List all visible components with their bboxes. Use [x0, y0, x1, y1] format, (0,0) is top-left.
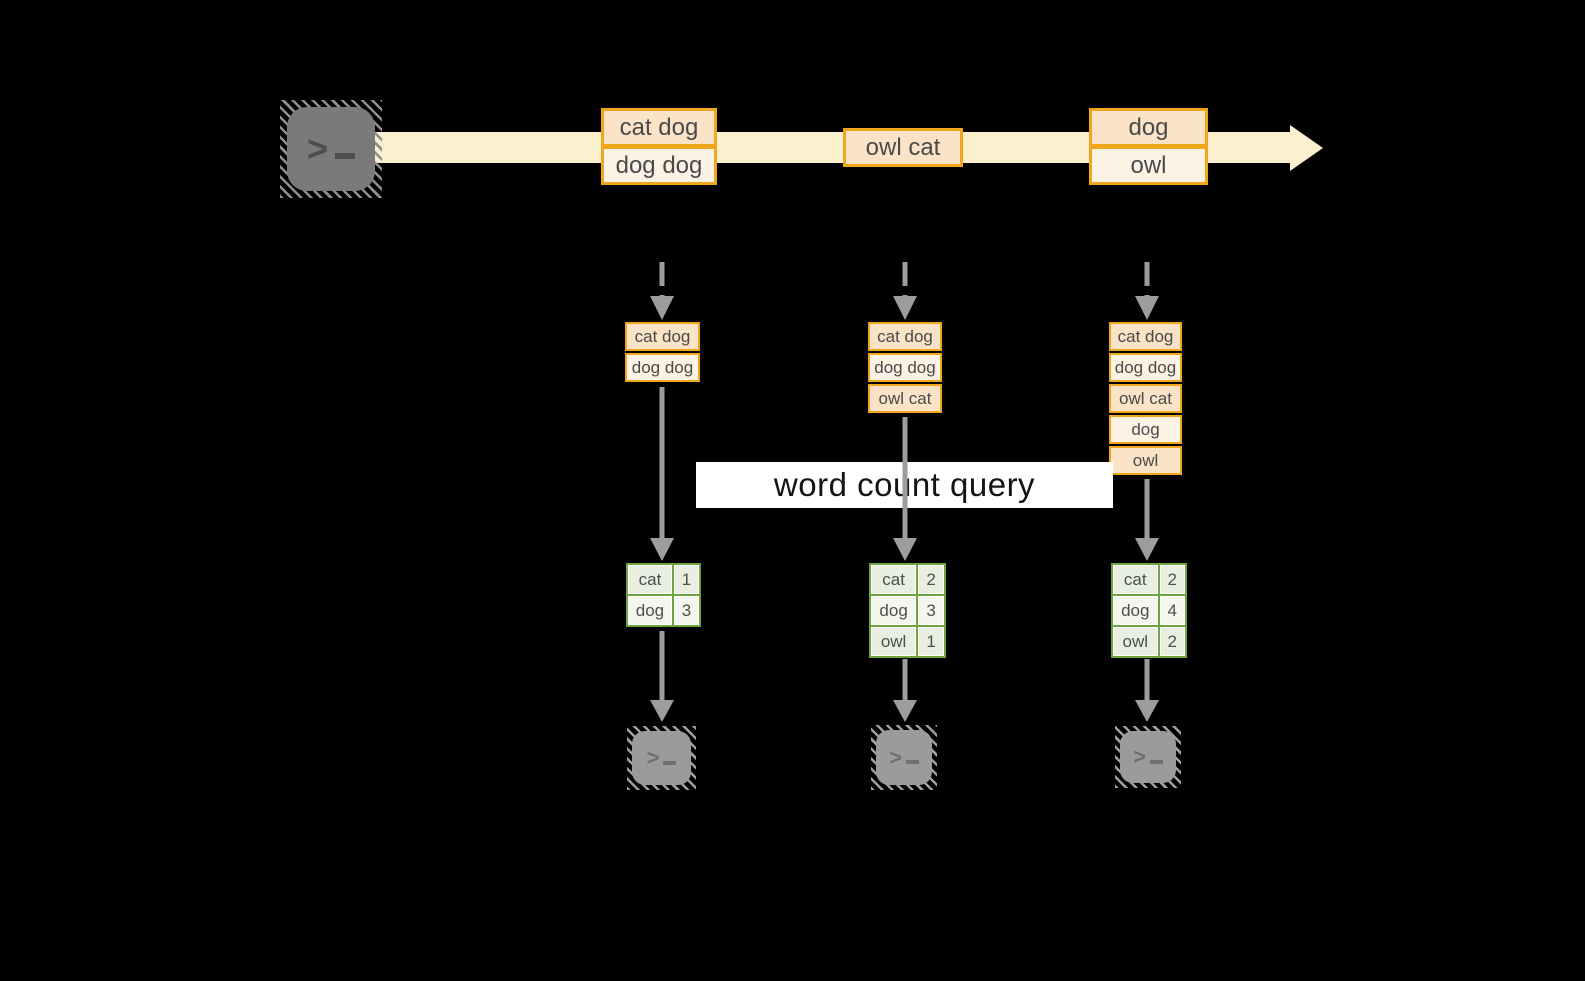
input-buffer-3: cat dog dog dog owl cat dog owl [1109, 322, 1182, 475]
terminal-prompt-icon: > [1133, 746, 1163, 768]
word-cell: cat [871, 565, 917, 594]
count-cell: 2 [918, 565, 944, 594]
input-row: owl cat [1109, 384, 1182, 413]
timeline-batch-row: cat dog [601, 108, 717, 147]
terminal-prompt-icon: > [647, 747, 677, 769]
word-cell: cat [1113, 565, 1158, 594]
timeline-batch-1: cat dog dog dog [601, 108, 717, 185]
source-terminal-icon: > [280, 100, 382, 198]
input-row: dog dog [868, 353, 942, 382]
result-row: owl 2 [1113, 627, 1185, 656]
word-cell: owl [871, 627, 917, 656]
word-cell: dog [628, 596, 672, 625]
result-row: dog 3 [628, 596, 699, 625]
terminal-prompt-icon: > [307, 131, 356, 167]
timeline-batch-row: dog [1089, 108, 1208, 147]
terminal-cursor-icon [663, 760, 677, 765]
output-arrow-1 [650, 631, 674, 722]
input-row: cat dog [868, 322, 942, 351]
result-row: dog 4 [1113, 596, 1185, 625]
terminal-icon-body: > [876, 730, 932, 785]
dashed-arrow-1 [650, 262, 674, 320]
output-terminal-icon-3: > [1115, 726, 1181, 788]
terminal-prompt-icon: > [889, 746, 919, 769]
output-arrow-3 [1135, 659, 1159, 722]
timeline-batch-2: owl cat [843, 128, 963, 167]
input-row: dog dog [1109, 353, 1182, 382]
result-table-2: cat 2 dog 3 owl 1 [869, 563, 946, 658]
input-row: dog [1109, 415, 1182, 444]
terminal-icon-body: > [287, 107, 375, 191]
input-row: owl cat [868, 384, 942, 413]
word-cell: cat [628, 565, 672, 594]
input-row: cat dog [1109, 322, 1182, 351]
count-cell: 1 [673, 565, 699, 594]
output-terminal-icon-1: > [627, 726, 696, 790]
input-row: owl [1109, 446, 1182, 475]
stream-arrow-head [1290, 125, 1323, 171]
timeline-batch-row: dog dog [601, 146, 717, 185]
count-cell: 1 [918, 627, 944, 656]
input-buffer-1: cat dog dog dog [625, 322, 700, 382]
input-row: cat dog [625, 322, 700, 351]
count-cell: 3 [673, 596, 699, 625]
timeline-batch-3: dog owl [1089, 108, 1208, 185]
word-count-query-label: word count query [696, 462, 1113, 508]
count-cell: 2 [1159, 627, 1185, 656]
timeline-batch-row: owl [1089, 146, 1208, 185]
timeline-batch-row: owl cat [843, 128, 963, 167]
word-cell: dog [1113, 596, 1158, 625]
terminal-cursor-icon [335, 153, 356, 159]
result-row: dog 3 [871, 596, 944, 625]
count-cell: 2 [1159, 565, 1185, 594]
word-cell: dog [871, 596, 917, 625]
word-cell: owl [1113, 627, 1158, 656]
result-table-1: cat 1 dog 3 [626, 563, 701, 627]
input-row: dog dog [625, 353, 700, 382]
result-row: owl 1 [871, 627, 944, 656]
result-row: cat 2 [1113, 565, 1185, 594]
terminal-cursor-icon [1149, 759, 1163, 764]
output-arrow-2 [893, 659, 917, 722]
terminal-cursor-icon [905, 760, 919, 764]
result-row: cat 2 [871, 565, 944, 594]
query-arrow-1 [650, 387, 674, 561]
input-buffer-2: cat dog dog dog owl cat [868, 322, 942, 413]
query-arrow-3 [1135, 479, 1159, 561]
count-cell: 3 [918, 596, 944, 625]
result-table-3: cat 2 dog 4 owl 2 [1111, 563, 1187, 658]
dashed-arrow-3 [1135, 262, 1159, 320]
dashed-arrow-2 [893, 262, 917, 320]
output-terminal-icon-2: > [871, 725, 937, 790]
terminal-icon-body: > [1120, 731, 1176, 783]
terminal-icon-body: > [632, 731, 691, 785]
count-cell: 4 [1159, 596, 1185, 625]
result-row: cat 1 [628, 565, 699, 594]
